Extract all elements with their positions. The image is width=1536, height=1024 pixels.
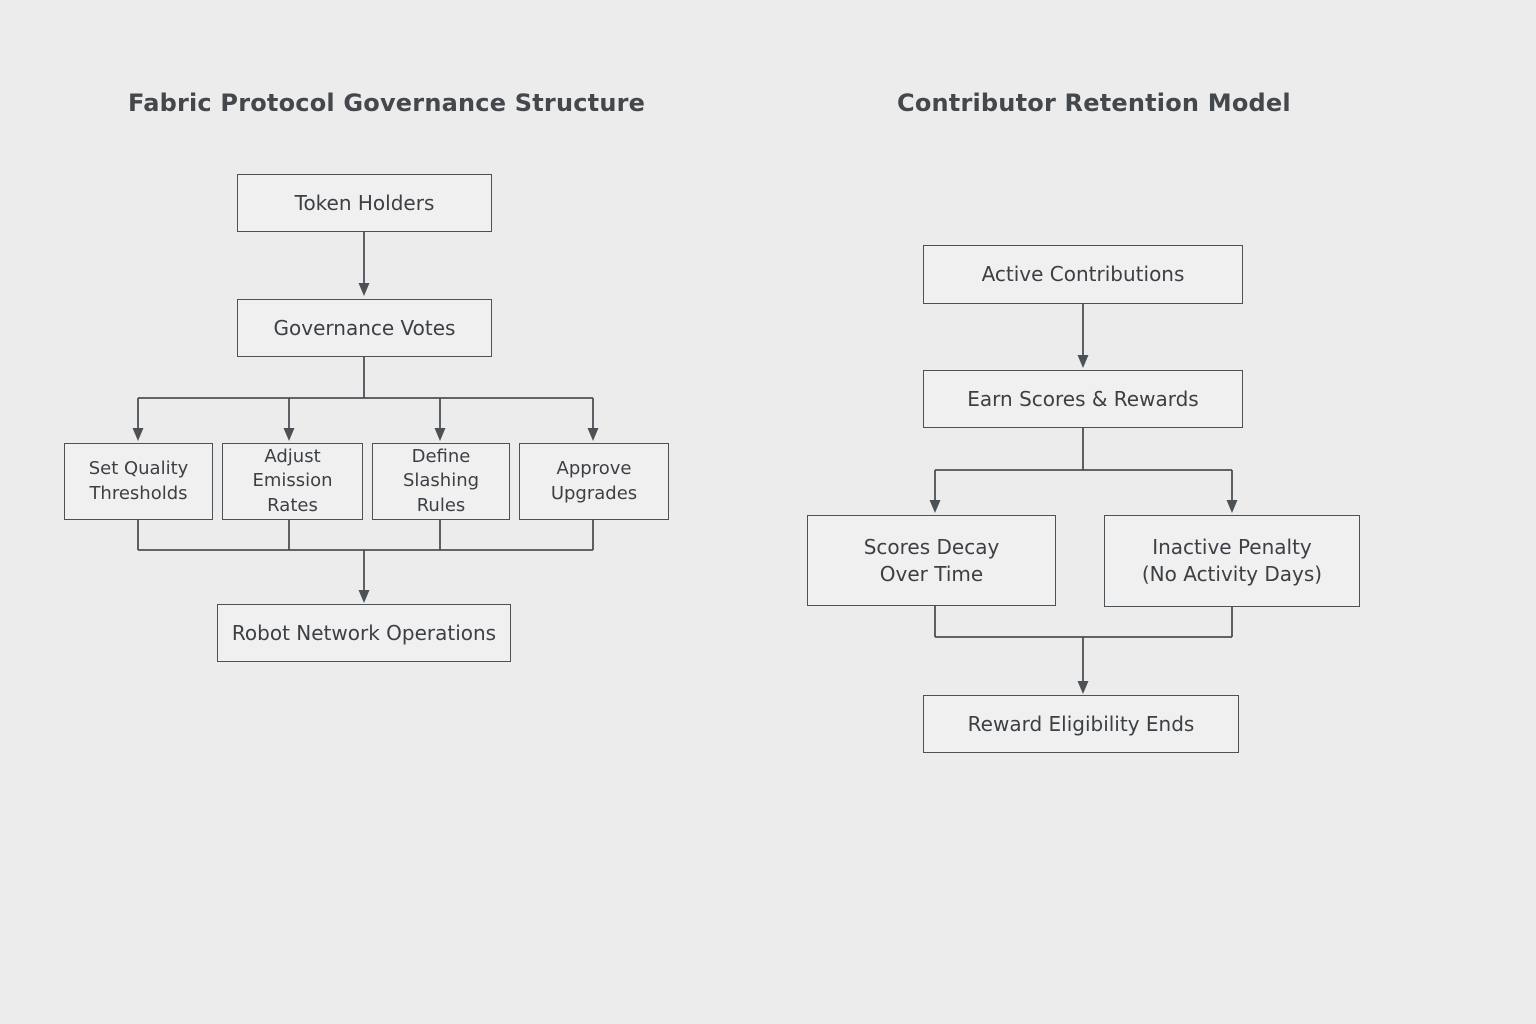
node-set-quality-thresholds-label-line2: Thresholds <box>89 482 188 504</box>
node-approve-upgrades-label-line2: Upgrades <box>550 482 638 504</box>
node-reward-eligibility-ends[interactable]: Reward Eligibility Ends <box>923 695 1239 753</box>
node-active-contributions[interactable]: Active Contributions <box>923 245 1243 304</box>
node-reward-eligibility-ends-label: Reward Eligibility Ends <box>967 711 1195 736</box>
node-define-slashing-rules-label-line2: Slashing Rules <box>402 470 480 516</box>
node-active-contributions-label: Active Contributions <box>981 262 1185 286</box>
node-set-quality-thresholds-label-line1: Set Quality <box>88 458 189 480</box>
node-approve-upgrades[interactable]: Approve Upgrades <box>519 443 669 520</box>
node-approve-upgrades-label-line1: Approve <box>556 458 632 480</box>
node-earn-scores-rewards[interactable]: Earn Scores & Rewards <box>923 370 1243 428</box>
node-define-slashing-rules-label-line1: Define <box>411 446 471 468</box>
node-adjust-emission-rates[interactable]: Adjust Emission Rates <box>222 443 363 520</box>
node-token-holders[interactable]: Token Holders <box>237 174 492 232</box>
node-define-slashing-rules[interactable]: Define Slashing Rules <box>372 443 510 520</box>
node-inactive-penalty-label-line2: (No Activity Days) <box>1141 562 1323 586</box>
node-robot-network-operations-label: Robot Network Operations <box>231 620 497 645</box>
node-scores-decay-over-time-label-line2: Over Time <box>879 561 984 586</box>
chart-title-governance: Fabric Protocol Governance Structure <box>128 89 646 117</box>
node-inactive-penalty-label-line1: Inactive Penalty <box>1152 535 1312 559</box>
node-token-holders-label: Token Holders <box>294 190 435 215</box>
chart-panel-governance: Fabric Protocol Governance Structure <box>128 89 646 117</box>
node-adjust-emission-rates-label-line2: Emission Rates <box>252 470 333 516</box>
node-adjust-emission-rates-label-line1: Adjust <box>264 446 321 468</box>
node-inactive-penalty[interactable]: Inactive Penalty (No Activity Days) <box>1104 515 1360 607</box>
node-scores-decay-over-time[interactable]: Scores Decay Over Time <box>807 515 1056 606</box>
node-governance-votes-label: Governance Votes <box>273 315 456 340</box>
node-set-quality-thresholds[interactable]: Set Quality Thresholds <box>64 443 213 520</box>
node-robot-network-operations[interactable]: Robot Network Operations <box>217 604 511 662</box>
chart-panel-retention: Contributor Retention Model <box>768 0 1536 1024</box>
node-governance-votes[interactable]: Governance Votes <box>237 299 492 357</box>
node-scores-decay-over-time-label-line1: Scores Decay <box>863 534 1000 559</box>
node-earn-scores-rewards-label: Earn Scores & Rewards <box>967 386 1199 411</box>
chart-title-retention: Contributor Retention Model <box>897 89 1291 117</box>
